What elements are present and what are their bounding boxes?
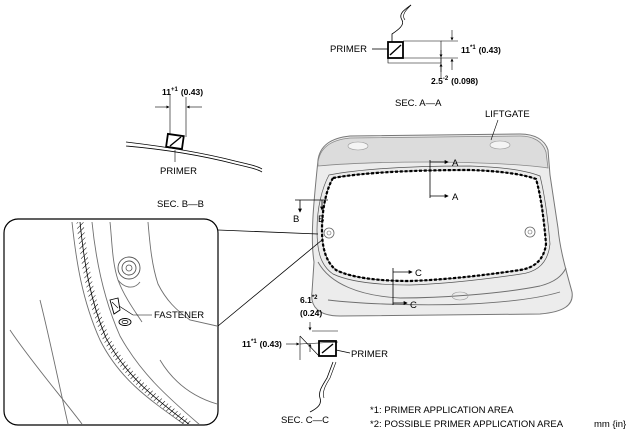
section-c-gap-dimension-inch: (0.24) xyxy=(300,308,322,318)
section-c-gap-dimension: 6.1*2 xyxy=(300,295,318,305)
footnote-2: *2: POSSIBLE PRIMER APPLICATION AREA xyxy=(370,419,564,430)
marker-c-bottom: C xyxy=(410,300,417,311)
marker-a-top: A xyxy=(452,158,459,169)
footnotes: *1: PRIMER APPLICATION AREA *2: POSSIBLE… xyxy=(370,405,626,430)
liftgate-view: LIFTGATE A A B B C C xyxy=(293,109,573,317)
marker-c-top: C xyxy=(415,268,422,279)
section-c-primer-label: PRIMER xyxy=(351,349,388,360)
section-a-primer-label: PRIMER xyxy=(330,44,367,55)
units-label: mm {in} xyxy=(594,419,626,430)
section-b-caption: SEC. B—B xyxy=(157,199,204,210)
section-a-width-dimension: 11*1(0.43) xyxy=(461,45,501,55)
section-a-a: PRIMER 11*1(0.43) 2.5-2(0.098) SEC. A—A xyxy=(330,4,501,109)
marker-a-bottom: A xyxy=(452,192,459,203)
marker-b-left: B xyxy=(293,214,299,225)
section-b-b: 11+1(0.43) PRIMER SEC. B—B xyxy=(125,87,263,210)
fastener-label: FASTENER xyxy=(154,310,204,321)
section-b-width-dimension: 11+1(0.43) xyxy=(162,87,203,97)
marker-b-right: B xyxy=(318,214,324,225)
section-a-height-dimension: 2.5-2(0.098) xyxy=(431,76,478,86)
footnote-1: *1: PRIMER APPLICATION AREA xyxy=(370,405,514,416)
fastener-detail-view: FASTENER xyxy=(3,218,323,426)
section-c-c: 6.1*2 (0.24) 11*1(0.43) PRIMER SEC. C—C xyxy=(242,295,388,426)
section-a-caption: SEC. A—A xyxy=(395,98,442,109)
liftgate-label: LIFTGATE xyxy=(485,109,530,120)
section-c-width-dimension: 11*1(0.43) xyxy=(242,339,282,349)
section-c-caption: SEC. C—C xyxy=(281,415,329,426)
fastener-clip-icon xyxy=(109,297,132,326)
section-b-primer-label: PRIMER xyxy=(160,166,197,177)
